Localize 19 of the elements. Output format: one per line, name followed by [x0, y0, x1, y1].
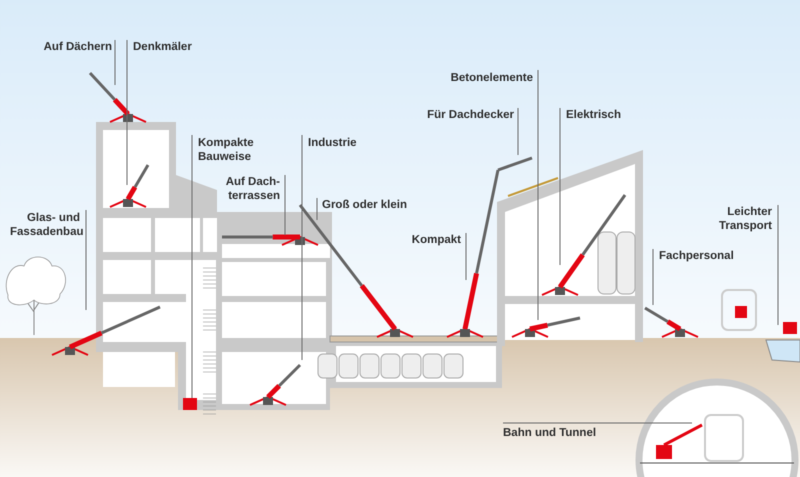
- callout-label: Elektrisch: [566, 108, 646, 122]
- leader-line: [316, 198, 318, 220]
- leader-line: [502, 422, 692, 424]
- callout-label: Denkmäler: [133, 40, 213, 54]
- leader-line: [126, 40, 128, 186]
- callout-label: Für Dachdecker: [420, 108, 514, 122]
- callout-label: Industrie: [308, 136, 378, 150]
- callout-label: Fachpersonal: [659, 249, 749, 263]
- callout-label: Auf Dach- terrassen: [220, 175, 280, 203]
- leader-line: [114, 40, 116, 86]
- callout-label: Leichter Transport: [712, 205, 772, 233]
- callout-label: Bahn und Tunnel: [503, 426, 623, 440]
- callout-label: Kompakte Bauweise: [198, 136, 268, 164]
- callout-label: Betonelemente: [430, 71, 533, 85]
- leader-line: [652, 248, 654, 306]
- callout-label: Auf Dächern: [42, 40, 112, 54]
- leader-line: [284, 174, 286, 236]
- callout-label: Groß oder klein: [322, 198, 422, 212]
- callout-label: Kompakt: [400, 233, 461, 247]
